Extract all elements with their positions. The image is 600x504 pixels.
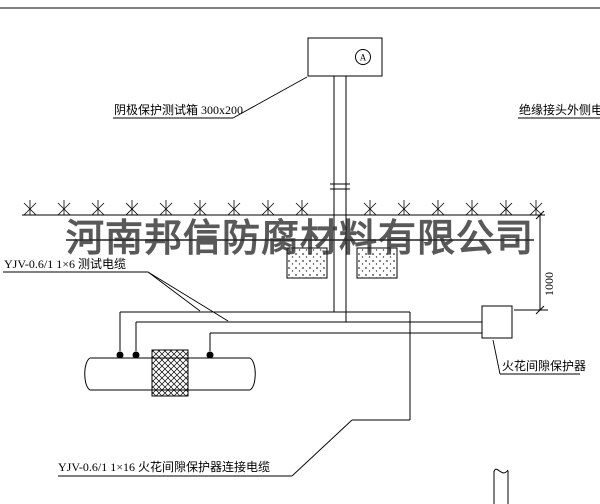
- cables: [119, 215, 482, 421]
- pipe-left-cap: [84, 357, 91, 391]
- leader-lines: [3, 76, 600, 477]
- cable-weld-dot: [132, 351, 140, 359]
- pipeline: [84, 349, 256, 397]
- spark-gap-label: 火花间隙保护器: [502, 359, 587, 373]
- concrete-blocks: [286, 247, 398, 279]
- test-box: A: [307, 37, 383, 77]
- dimension-1000: [514, 210, 548, 315]
- company-watermark: 河南邦信防腐材料有限公司: [65, 218, 535, 260]
- ammeter-circle-icon: [355, 49, 371, 65]
- right-cable-label: 绝缘接头外侧电缆: [519, 103, 600, 117]
- test-box-label: 阴极保护测试箱 300x200: [114, 103, 244, 117]
- cable-weld-dot: [206, 351, 214, 359]
- dimension-text-1000: 1000: [542, 272, 556, 296]
- conduit-riser: [330, 76, 350, 215]
- insulating-joint: [151, 349, 189, 397]
- pipe-right-cap: [249, 357, 256, 391]
- ammeter-letter: A: [360, 53, 367, 63]
- electrode-break-symbol: [493, 468, 509, 504]
- spark-gap-protector: [481, 305, 513, 339]
- connect-cable-label: YJV-0.6/1 1×16 火花间隙保护器连接电缆: [58, 460, 270, 474]
- test-cable-label: YJV-0.6/1 1×6 测试电缆: [4, 257, 126, 271]
- cable-weld-dot: [116, 351, 124, 359]
